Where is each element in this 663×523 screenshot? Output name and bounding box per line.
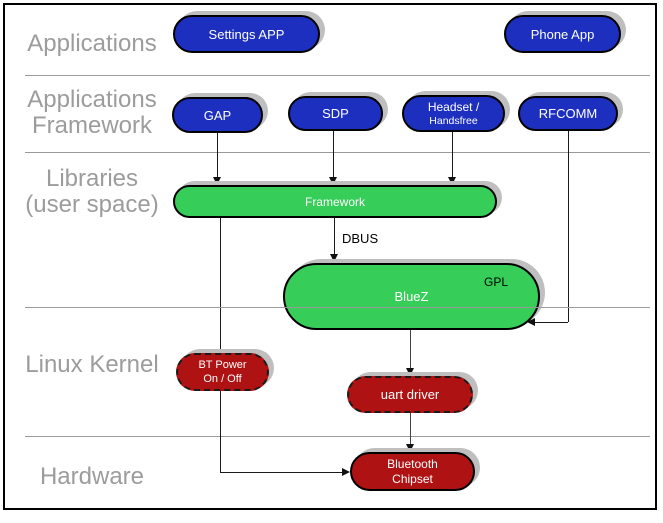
node-label: GAP (203, 107, 232, 123)
edge-gap-framework (217, 133, 218, 177)
node-phone-app: Phone App (504, 15, 621, 53)
layer-label-text: Applications (27, 86, 157, 113)
arrowhead-gap-framework (213, 177, 221, 185)
layer-label-text: Applications (27, 30, 157, 57)
node-label: Handsfree (429, 114, 478, 127)
node-label: uart driver (380, 387, 440, 402)
layer-label-text: Libraries (45, 165, 139, 192)
layer-label-text: Linux Kernel (25, 351, 159, 378)
node-label: Headset / (427, 99, 480, 114)
node-framework: Framework (173, 185, 497, 218)
arrowhead-bluez-uart (406, 368, 414, 376)
dbus-edge-label: DBUS (342, 231, 379, 246)
separator-kernel (25, 436, 650, 437)
arrowhead-rfcomm-bluez (527, 318, 535, 326)
layer-label-text: Framework (31, 112, 152, 139)
layer-label-applications: Applications (12, 31, 172, 57)
edge-rfcomm-horizontal (534, 322, 568, 323)
node-uart-driver: uart driver (347, 376, 473, 413)
layer-label-linux-kernel: Linux Kernel (12, 352, 172, 378)
node-label: Settings APP (208, 26, 285, 42)
node-bluetooth-chipset: Bluetooth Chipset (350, 452, 475, 491)
separator-applications (25, 75, 650, 76)
arrowhead-headset-framework (448, 177, 456, 185)
node-label: On / Off (203, 373, 242, 385)
edge-headset-framework (452, 131, 453, 177)
node-rfcomm: RFCOMM (518, 96, 618, 131)
arrowhead-framework-bluez (330, 254, 338, 262)
edge-framework-bluez (334, 218, 335, 254)
node-settings-app: Settings APP (173, 15, 320, 53)
node-headset-handsfree: Headset / Handsfree (402, 95, 505, 132)
separator-libraries (25, 307, 650, 308)
layer-label-hardware: Hardware (12, 464, 172, 490)
gpl-annotation: GPL (483, 275, 508, 289)
edge-framework-chipset-vertical (220, 218, 221, 472)
node-label: BT Power (198, 359, 247, 371)
node-label: Bluetooth (387, 456, 438, 471)
node-bluez: BlueZ GPL (283, 263, 540, 330)
node-label: Chipset (392, 471, 433, 486)
layer-label-text: (user space) (25, 191, 159, 218)
node-bt-power: BT Power On / Off (176, 353, 269, 391)
arrowhead-framework-chipset (342, 468, 350, 476)
node-sdp: SDP (288, 96, 383, 131)
edge-sdp-framework (333, 131, 334, 177)
node-label: BlueZ (394, 289, 429, 304)
node-label: SDP (322, 106, 349, 121)
separator-framework (25, 152, 650, 153)
node-label: Framework (304, 194, 365, 209)
edge-uart-chipset (410, 413, 411, 445)
arrowhead-uart-chipset (406, 444, 414, 452)
node-label: Phone App (530, 26, 595, 42)
edge-bluez-uart (410, 330, 411, 369)
node-gap: GAP (172, 97, 263, 133)
edge-framework-chipset-horizontal (220, 472, 343, 473)
edge-rfcomm-vertical (568, 131, 569, 322)
diagram-border (3, 3, 657, 510)
layer-label-text: Hardware (39, 463, 145, 490)
arrowhead-sdp-framework (329, 177, 337, 185)
layer-label-applications-framework: Applications Framework (12, 87, 172, 139)
layer-label-libraries: Libraries (user space) (12, 166, 172, 218)
node-label: RFCOMM (538, 106, 598, 121)
